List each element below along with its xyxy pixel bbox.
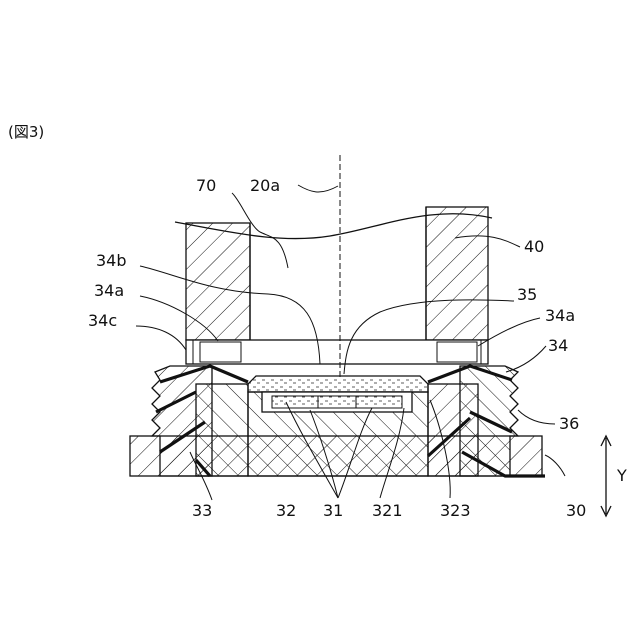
label-34b: 34b [96, 251, 127, 270]
label-33: 33 [192, 501, 212, 520]
label-321: 321 [372, 501, 403, 520]
housing-40 [175, 207, 492, 340]
label-34a-right: 34a [545, 306, 575, 325]
figure-caption: (図3) [8, 123, 44, 141]
label-70: 70 [196, 176, 216, 195]
label-34a-left: 34a [94, 281, 124, 300]
label-34c: 34c [88, 311, 117, 330]
window-35 [248, 376, 428, 392]
plate-34 [186, 340, 488, 364]
label-32: 32 [276, 501, 296, 520]
label-20a: 20a [250, 176, 280, 195]
label-40: 40 [524, 237, 544, 256]
label-36: 36 [559, 414, 579, 433]
label-35: 35 [517, 285, 537, 304]
label-30: 30 [566, 501, 586, 520]
label-y: Y [616, 466, 627, 485]
label-31: 31 [323, 501, 343, 520]
y-direction-arrow [601, 436, 611, 516]
label-323: 323 [440, 501, 471, 520]
label-34: 34 [548, 336, 568, 355]
sensor-31 [262, 392, 412, 412]
